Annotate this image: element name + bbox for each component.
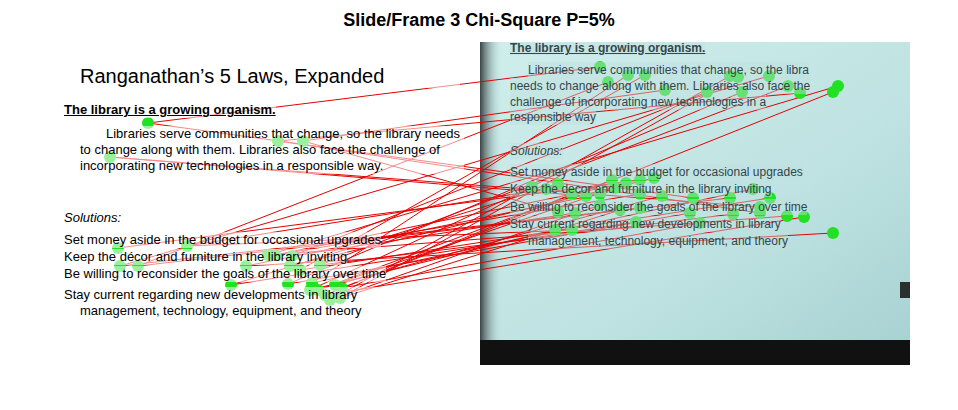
photo-text: Stay current regarding new developments … bbox=[510, 216, 781, 232]
slide-text: Libraries serve communities that change,… bbox=[80, 126, 464, 174]
slide-text: Solutions: bbox=[64, 210, 121, 226]
chart-title: Slide/Frame 3 Chi-Square P=5% bbox=[0, 12, 958, 28]
keypoint-dot bbox=[827, 227, 839, 239]
slide-text: Stay current regarding new developments … bbox=[64, 287, 410, 319]
photo-text: management, technology, equipment, and t… bbox=[528, 233, 788, 249]
slide-text: Be willing to reconsider the goals of th… bbox=[64, 266, 386, 282]
photo-text: challenge of incorporating new technolog… bbox=[510, 94, 766, 110]
photo-text: needs to change along with them. Librari… bbox=[510, 78, 810, 94]
photo-band bbox=[480, 340, 910, 365]
photo-frame bbox=[480, 42, 910, 340]
photo-text: Be willing to reconsider the goals of th… bbox=[510, 199, 807, 215]
slide-text: Keep the décor and furniture in the libr… bbox=[64, 249, 347, 265]
match-line bbox=[325, 217, 804, 295]
photo-text: Set money aside in the budget for occasi… bbox=[510, 164, 803, 180]
slide-text: Set money aside in the budget for occasi… bbox=[64, 232, 381, 248]
keypoint-dot bbox=[827, 86, 839, 98]
photo-text: Solutions: bbox=[510, 143, 563, 159]
photo-text: Libraries serve communities that change,… bbox=[528, 62, 809, 78]
photo-text: The library is a growing organism. bbox=[510, 42, 705, 55]
slide-text: Ranganathan’s 5 Laws, Expanded bbox=[80, 64, 460, 88]
photo-text: responsible way bbox=[510, 109, 596, 125]
photo-text: Keep the decor and furniture in the libr… bbox=[510, 181, 772, 197]
photo-edge bbox=[900, 282, 910, 298]
slide-text: The library is a growing organism. bbox=[64, 102, 276, 118]
match-line bbox=[325, 92, 833, 295]
